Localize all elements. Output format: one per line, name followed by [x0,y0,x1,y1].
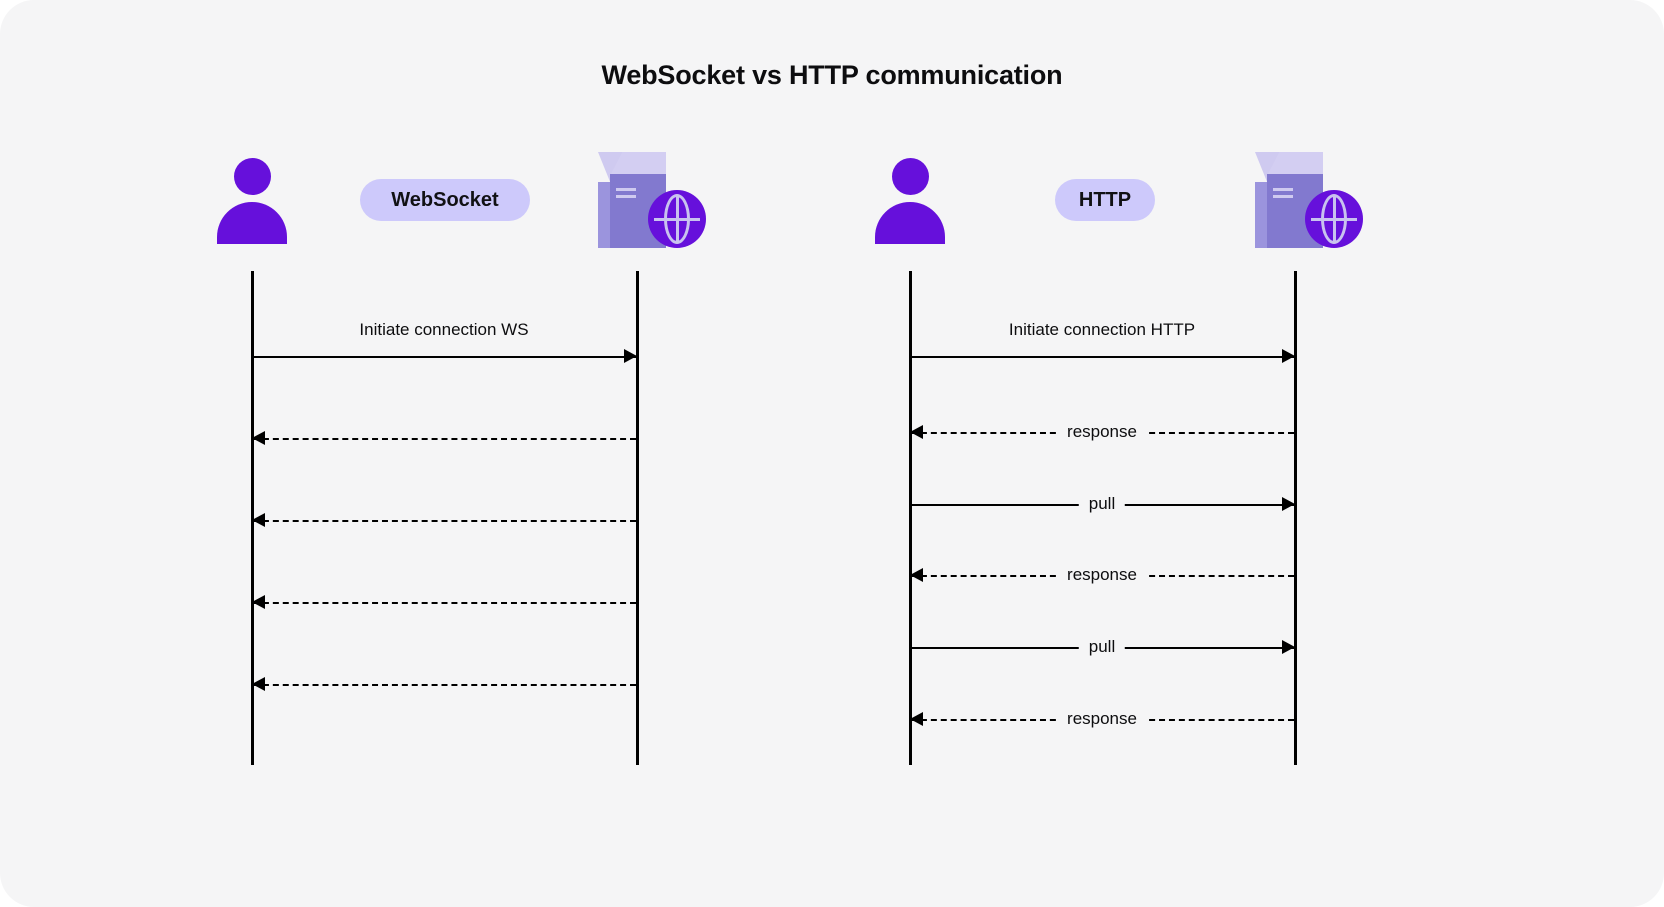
message-line [253,602,636,604]
panel-websocket: WebSocket Initiate [217,152,708,765]
message-line [253,356,636,358]
globe-ellipse [1321,194,1347,244]
server-globe-icon [598,152,708,248]
panel-http: HTTP Initiate conne [700,0,1532,907]
globe-icon [1305,190,1363,248]
arrowhead-left-icon [910,425,923,439]
message-line [253,684,636,686]
arrowhead-left-icon [910,712,923,726]
server-side [598,182,611,248]
arrowhead-left-icon [910,568,923,582]
message-label: Initiate connection WS [349,320,539,340]
user-head [892,158,929,195]
globe-ellipse [664,194,690,244]
globe-icon [648,190,706,248]
server-vent-line [616,188,636,191]
message-line [253,438,636,440]
message-label: response [1057,565,1147,585]
server-vent-line [1273,195,1293,198]
lifeline-server-ws [636,271,639,765]
arrowhead-right-icon [1282,640,1295,654]
message-label: response [1057,422,1147,442]
protocol-badge-http: HTTP [1055,179,1155,221]
protocol-badge-websocket: WebSocket [360,179,530,221]
lifeline-server-http [1294,271,1297,765]
arrowhead-left-icon [252,595,265,609]
arrowhead-left-icon [252,431,265,445]
arrowhead-right-icon [624,349,637,363]
arrowhead-left-icon [252,677,265,691]
message-label: pull [1078,494,1126,514]
user-head [234,158,271,195]
lifeline-user-http [909,271,912,765]
user-body [217,202,287,244]
page-title: WebSocket vs HTTP communication [601,60,1063,90]
message-label: pull [1078,637,1126,657]
server-vent-line [1273,188,1293,191]
arrowhead-right-icon [1282,349,1295,363]
server-globe-icon [1255,152,1365,248]
message-label: Initiate connection HTTP [998,320,1206,340]
message-line [253,520,636,522]
server-vent-line [616,195,636,198]
message-line [911,356,1294,358]
user-icon [217,158,287,244]
user-icon [875,158,945,244]
server-side [1255,182,1268,248]
arrowhead-left-icon [252,513,265,527]
arrowhead-right-icon [1282,497,1295,511]
message-label: response [1057,709,1147,729]
user-body [875,202,945,244]
